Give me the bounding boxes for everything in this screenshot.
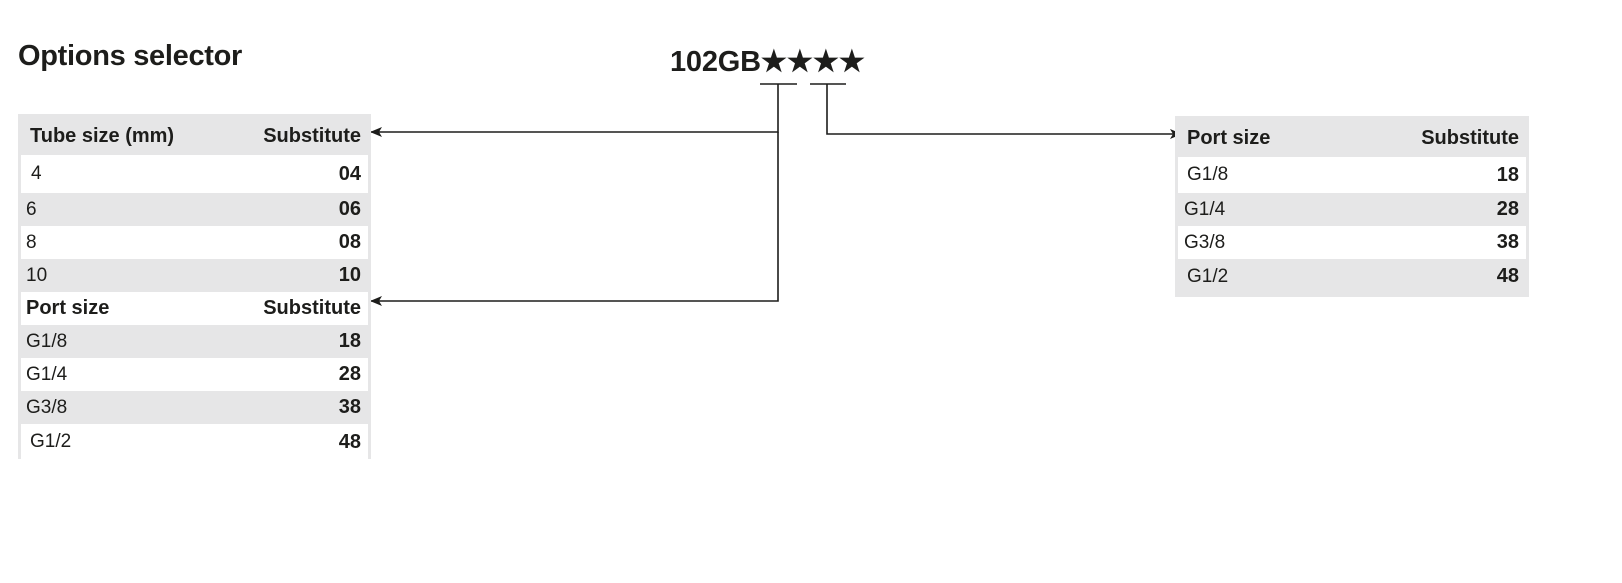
table-row: G1/2 48 <box>1178 259 1526 294</box>
left-options-table: Tube size (mm) Substitute 4 04 6 06 8 08… <box>18 114 371 460</box>
table-row: G1/8 18 <box>21 325 368 358</box>
table-row: 8 08 <box>21 226 368 259</box>
part-code-stars: ★★★★ <box>760 46 865 78</box>
arrow-to-left-port-size <box>370 132 779 306</box>
table-row: G3/8 38 <box>1178 226 1526 259</box>
port-size-header: Port size Substitute <box>21 292 368 325</box>
table-row: G1/2 48 <box>21 424 368 460</box>
port-size-header: Port size Substitute <box>1178 119 1526 157</box>
table-row: G1/4 28 <box>21 358 368 391</box>
arrow-to-right-port-size <box>826 84 1182 139</box>
part-code: 102GB★★★★ <box>670 44 865 79</box>
right-options-table: Port size Substitute G1/8 18 G1/4 28 G3/… <box>1175 116 1529 297</box>
page-title: Options selector <box>18 40 243 72</box>
part-code-prefix: 102GB <box>670 46 761 78</box>
arrow-to-tube-size <box>370 84 779 137</box>
table-row: 10 10 <box>21 259 368 292</box>
table-row: 6 06 <box>21 193 368 226</box>
table-row: G3/8 38 <box>21 391 368 424</box>
tube-size-header: Tube size (mm) Substitute <box>21 117 368 155</box>
table-row: G1/4 28 <box>1178 193 1526 226</box>
table-row: G1/8 18 <box>1178 157 1526 193</box>
table-row: 4 04 <box>21 155 368 193</box>
